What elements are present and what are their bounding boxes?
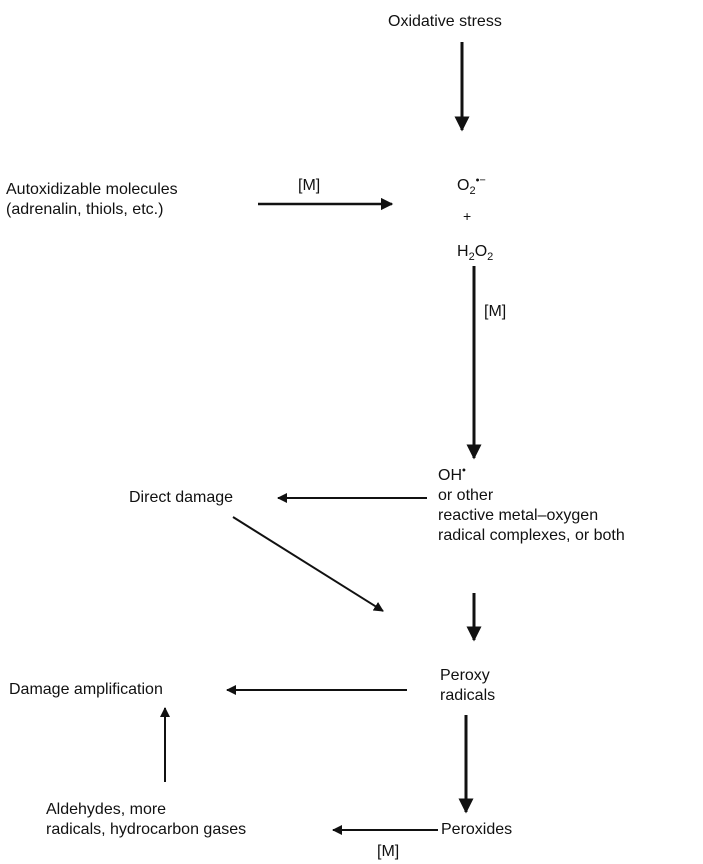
autoxidizable-line-2: (adrenalin, thiols, etc.): [6, 201, 164, 218]
autoxidizable-line-1: Autoxidizable molecules: [6, 181, 178, 198]
h2o2-o: O: [474, 243, 488, 260]
node-hydrogen-peroxide: H2O2: [457, 242, 494, 264]
edge-label-m-h2o2: [M]: [484, 303, 507, 320]
oh-line-1: OH•: [438, 464, 625, 486]
plus-sign: +: [463, 208, 472, 224]
h2o2-subscript-1: 2: [468, 251, 475, 264]
node-aldehydes: Aldehydes, more radicals, hydrocarbon ga…: [46, 800, 246, 840]
edge-label-m-peroxides: [M]: [377, 843, 400, 860]
oh-line-2: or other: [438, 487, 494, 504]
oh-line-3: reactive metal–oxygen: [438, 507, 599, 524]
superoxide-superscript: •−: [475, 174, 486, 187]
aldehydes-line-2: radicals, hydrocarbon gases: [46, 821, 247, 838]
peroxy-line-1: Peroxy: [440, 667, 490, 684]
node-direct-damage: Direct damage: [129, 489, 234, 506]
node-hydroxyl-radical: OH• or other reactive metal–oxygen radic…: [438, 464, 625, 546]
node-peroxides: Peroxides: [441, 821, 513, 838]
oh-superscript: •: [462, 464, 466, 477]
oh-base: OH: [438, 467, 462, 484]
node-superoxide: O2•−: [457, 174, 486, 198]
superoxide-base: O: [457, 177, 470, 194]
edge-label-m-autoxidizable: [M]: [298, 177, 321, 194]
peroxy-line-2: radicals: [440, 687, 496, 704]
h2o2-h: H: [457, 243, 469, 260]
superoxide-subscript: 2: [469, 185, 476, 198]
arrow-direct-damage-to-peroxy: [232, 516, 384, 612]
node-oxidative-stress: Oxidative stress: [388, 13, 502, 30]
node-damage-amplification: Damage amplification: [9, 681, 163, 698]
h2o2-subscript-2: 2: [487, 251, 494, 264]
node-autoxidizable-molecules: Autoxidizable molecules (adrenalin, thio…: [6, 180, 178, 220]
node-peroxy-radicals: Peroxy radicals: [440, 666, 495, 706]
oh-line-4: radical complexes, or both: [438, 527, 625, 544]
aldehydes-line-1: Aldehydes, more: [46, 801, 167, 818]
